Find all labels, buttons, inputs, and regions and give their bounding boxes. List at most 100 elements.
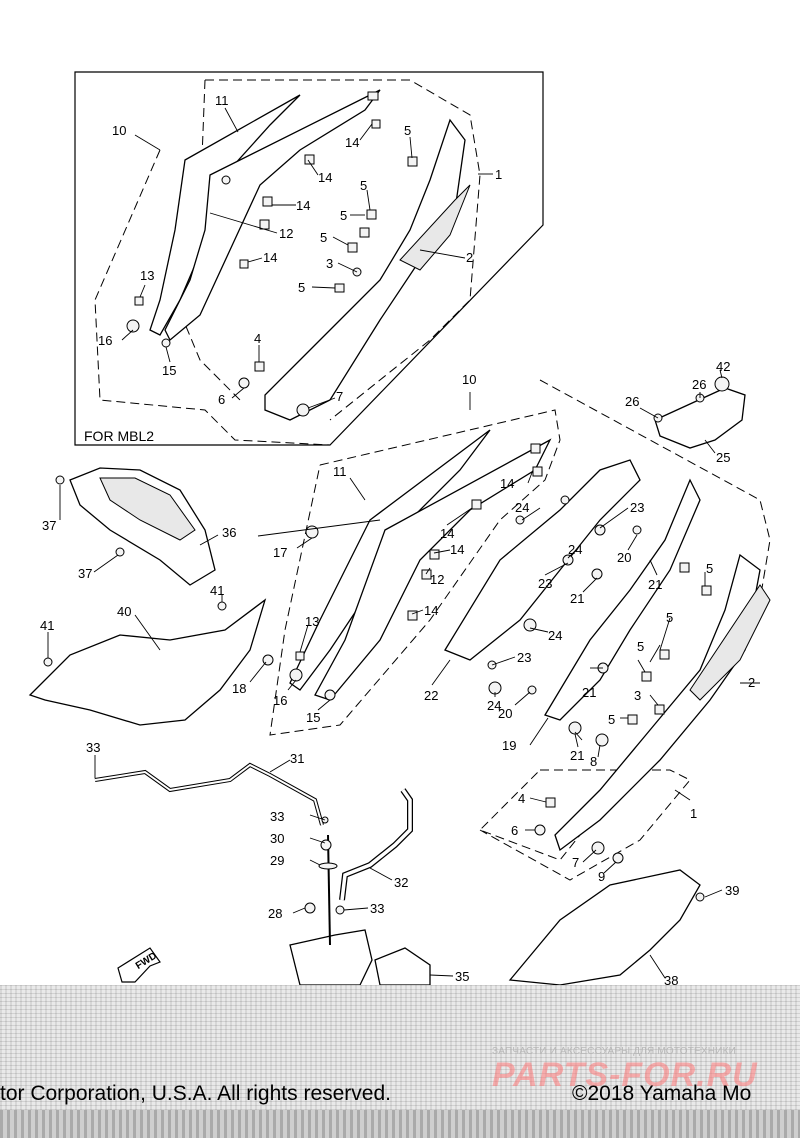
callout-14: 14 (500, 476, 514, 491)
inset-dash-group-1 (205, 79, 481, 421)
callout-5: 5 (298, 280, 305, 295)
callout-15: 15 (162, 363, 176, 378)
callout-38: 38 (664, 973, 678, 988)
callout-20: 20 (617, 550, 631, 565)
callout-24: 24 (515, 500, 529, 515)
callout-32: 32 (394, 875, 408, 890)
main-side-cover-right (554, 553, 761, 852)
callout-12: 12 (430, 572, 444, 587)
callout-6: 6 (511, 823, 518, 838)
callout-14: 14 (345, 135, 359, 150)
front-panel-36-recess (99, 477, 196, 541)
callout-5: 5 (706, 561, 713, 576)
main-dash-group-10 (269, 409, 561, 736)
callout-14: 14 (440, 526, 454, 541)
main-side-cover-right-edge (689, 584, 771, 701)
callout-21: 21 (648, 577, 662, 592)
callout-25: 25 (716, 450, 730, 465)
callout-14: 14 (296, 198, 310, 213)
main-bracket-22 (444, 459, 641, 661)
washer-29 (318, 862, 338, 870)
watermark-logo: PARTS-FOR.RU (492, 1056, 758, 1094)
callout-41: 41 (40, 618, 54, 633)
callout-5: 5 (320, 230, 327, 245)
callout-19: 19 (502, 738, 516, 753)
callout-13: 13 (305, 614, 319, 629)
callout-7: 7 (572, 855, 579, 870)
callout-3: 3 (326, 256, 333, 271)
callout-33: 33 (270, 809, 284, 824)
callout-24: 24 (568, 542, 582, 557)
callout-14: 14 (318, 170, 332, 185)
callout-11: 11 (333, 464, 347, 479)
callout-14: 14 (424, 603, 438, 618)
callout-39: 39 (725, 883, 739, 898)
callout-11: 11 (215, 93, 229, 108)
callout-20: 20 (498, 706, 512, 721)
main-inner-frame-19 (544, 478, 701, 721)
rear-panel-cap-42 (714, 376, 730, 392)
callout-42: 42 (716, 359, 730, 374)
scan-noise-band-bottom (0, 1110, 800, 1138)
tube-31-inner (94, 763, 323, 826)
panel-38 (508, 869, 701, 986)
callout-12: 12 (279, 226, 293, 241)
callout-28: 28 (268, 906, 282, 921)
callout-9: 9 (598, 869, 605, 884)
copyright-left: tor Corporation, U.S.A. All rights reser… (0, 1082, 391, 1105)
rear-panel-25 (654, 387, 746, 449)
main-dash-lower-1 (479, 769, 691, 881)
inset-dash-group-10 (94, 149, 331, 446)
callout-31: 31 (290, 751, 304, 766)
callout-14: 14 (263, 250, 277, 265)
leader-lines (47, 107, 760, 979)
main-hardware (43, 393, 712, 915)
callout-35: 35 (455, 969, 469, 984)
reservoir (289, 929, 373, 986)
callout-3: 3 (634, 688, 641, 703)
fwd-arrow-icon: FWD (117, 947, 161, 983)
inset-side-cover-right (264, 118, 466, 421)
callout-10: 10 (462, 372, 476, 387)
inset-box-outline (74, 71, 544, 446)
tube-32-inner (340, 788, 412, 901)
callout-26: 26 (692, 377, 706, 392)
callout-4: 4 (518, 791, 525, 806)
copyright-right: ©2018 Yamaha Mo (572, 1082, 752, 1105)
callout-17: 17 (273, 545, 287, 560)
inset-box-label: FOR MBL2 (84, 428, 154, 444)
callout-24: 24 (487, 698, 501, 713)
callout-5: 5 (360, 178, 367, 193)
panel-40 (28, 598, 267, 726)
watermark-tagline: ЗАПЧАСТИ И АКСЕССУАРЫ ДЛЯ МОТОТЕХНИКИ (492, 1046, 737, 1057)
callout-21: 21 (582, 685, 596, 700)
callout-22: 22 (424, 688, 438, 703)
callout-33: 33 (86, 740, 100, 755)
callout-24: 24 (548, 628, 562, 643)
callout-30: 30 (270, 831, 284, 846)
callout-41: 41 (210, 583, 224, 598)
callout-2: 2 (748, 675, 755, 690)
callout-numbers: 11 10 14 5 1 14 5 14 5 12 5 2 14 3 5 13 … (40, 93, 755, 988)
callout-1: 1 (495, 167, 502, 182)
callout-4: 4 (254, 331, 261, 346)
callout-29: 29 (270, 853, 284, 868)
inset-side-cover-inner (164, 89, 381, 342)
callout-36: 36 (222, 525, 236, 540)
front-panel-36 (69, 467, 216, 586)
callout-5: 5 (637, 639, 644, 654)
callout-5: 5 (666, 610, 673, 625)
callout-23: 23 (517, 650, 531, 665)
callout-37: 37 (42, 518, 56, 533)
callout-16: 16 (98, 333, 112, 348)
callout-23: 23 (630, 500, 644, 515)
callout-21: 21 (570, 748, 584, 763)
callout-16: 16 (273, 693, 287, 708)
callout-13: 13 (140, 268, 154, 283)
callout-33: 33 (370, 901, 384, 916)
callout-15: 15 (306, 710, 320, 725)
callout-21: 21 (570, 591, 584, 606)
callout-8: 8 (590, 754, 597, 769)
main-side-cover-left (289, 429, 491, 691)
